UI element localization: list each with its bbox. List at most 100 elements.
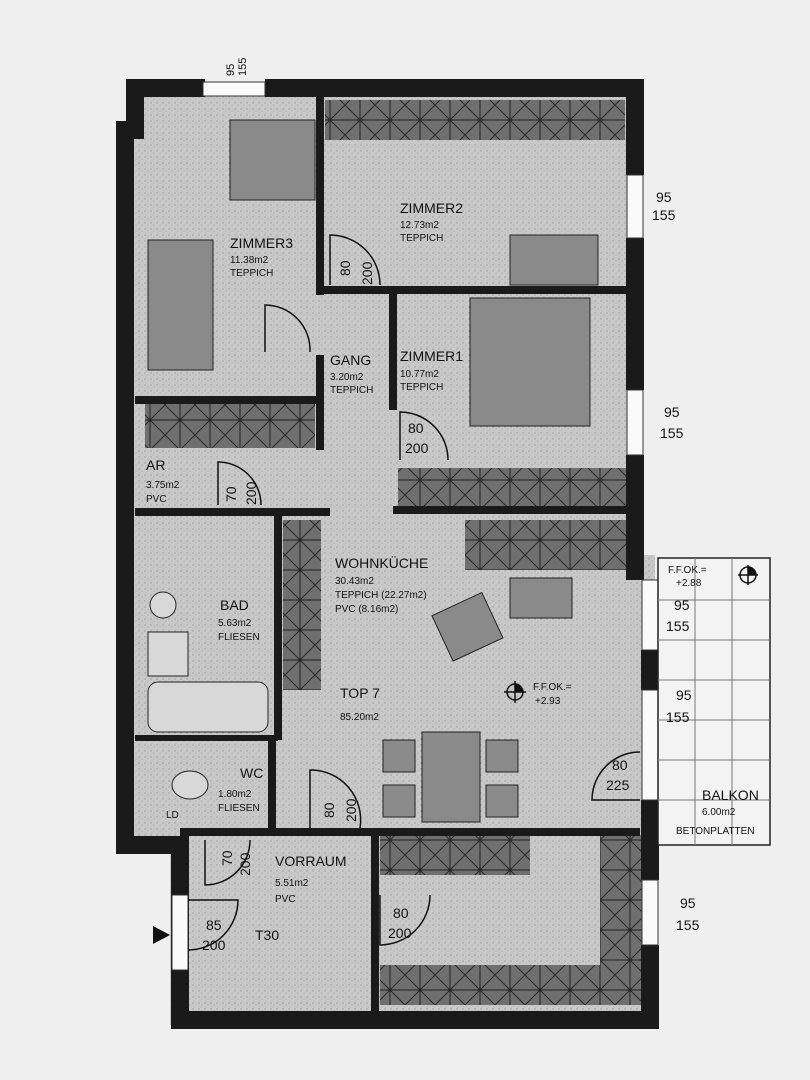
bed-zimmer1: [469, 297, 591, 427]
wohnkueche-floor2: PVC (8.16m2): [335, 604, 398, 615]
zimmer3-name: ZIMMER3: [230, 235, 293, 251]
d-ar-height: 200: [243, 481, 259, 505]
zimmer2-area: 12.73m2: [400, 220, 439, 231]
wardrobe-zimmer1: [398, 468, 628, 508]
ar-floor: PVC: [146, 494, 167, 505]
wohnkueche-area: 30.43m2: [335, 576, 374, 587]
desk-zimmer3: [147, 239, 214, 371]
d-wohn-height: 200: [343, 798, 359, 822]
door-zimmer3: [264, 304, 311, 353]
bathtub: [147, 681, 269, 733]
furniture: [145, 100, 650, 1005]
chair-3: [485, 739, 519, 773]
window-zimmer1: [626, 389, 644, 456]
windows: [171, 81, 659, 971]
d-zimmer1-width: 80: [408, 420, 424, 436]
door-balkon: [591, 751, 641, 801]
balkon: [657, 557, 771, 846]
vorraum-floor: PVC: [275, 894, 296, 905]
w-wohn1-height: 155: [666, 618, 690, 634]
door-ar: [217, 461, 262, 506]
ffok-living-label: F.F.OK.=: [533, 682, 572, 693]
ar-area: 3.75m2: [146, 480, 180, 491]
gang-name: GANG: [330, 352, 371, 368]
kitchen-sink-unit: [283, 520, 321, 690]
wc-name: WC: [240, 765, 263, 781]
d-ar-width: 70: [223, 486, 239, 502]
sofa: [509, 577, 573, 619]
top-name: TOP 7: [340, 685, 380, 701]
top-area: 85.20m2: [340, 712, 379, 723]
walls: [116, 79, 659, 1029]
cabinet-right-bottom: [600, 835, 648, 1005]
wc-ld-label: LD: [166, 810, 179, 821]
room-labels: ZIMMER2 12.73m2 TEPPICH ZIMMER3 11.38m2 …: [146, 200, 759, 943]
bad-name: BAD: [220, 597, 249, 613]
chair-1: [382, 739, 416, 773]
d-entry-height: 200: [202, 937, 226, 953]
desk-zimmer2: [509, 234, 599, 286]
ffok-balcony-value: +2.88: [676, 578, 702, 589]
w-wohn2-height: 155: [666, 709, 690, 725]
sink-bad: [149, 591, 177, 619]
door-kitchen: [379, 894, 431, 946]
entrance-arrow-icon: [153, 926, 170, 944]
d-wc-width: 70: [219, 850, 235, 866]
w-top-width: 95: [225, 64, 237, 76]
window-dimensions: 95 155 95 155 95 155 95 155 95 155 95 15…: [225, 58, 700, 933]
wc-area: 1.80m2: [218, 789, 252, 800]
outer-wall-top: [265, 79, 644, 175]
door-zimmer2: [329, 234, 381, 286]
zimmer1-floor: TEPPICH: [400, 382, 443, 393]
bad-floor: FLIESEN: [218, 632, 260, 643]
toilet-wc: [171, 770, 209, 800]
armchair: [431, 591, 504, 662]
balkon-floor: BETONPLATTEN: [676, 826, 755, 837]
dining-table: [421, 731, 481, 823]
door-entry: [187, 899, 239, 951]
chair-2: [382, 784, 416, 818]
wardrobe-zimmer2: [325, 100, 625, 140]
w-top-height: 155: [237, 58, 249, 76]
wc-floor: FLIESEN: [218, 803, 260, 814]
d-balkon-width: 80: [612, 757, 628, 773]
w-wohn1-width: 95: [674, 597, 690, 613]
gang-floor: TEPPICH: [330, 385, 373, 396]
shower-tray: [147, 631, 189, 677]
window-entry: [171, 894, 189, 971]
door-wohn: [309, 769, 362, 829]
w-zimmer2-height: 155: [652, 207, 676, 223]
cabinet-vorraum: [380, 835, 530, 875]
d-kitchen-height: 200: [388, 925, 412, 941]
window-bottom: [641, 879, 659, 946]
window-zimmer2: [626, 174, 644, 239]
d-zimmer2-height: 200: [359, 261, 375, 285]
window-top: [202, 81, 266, 97]
zimmer1-area: 10.77m2: [400, 369, 439, 380]
w-zimmer1-width: 95: [664, 404, 680, 420]
gang-area: 3.20m2: [330, 372, 364, 383]
chair-4: [485, 784, 519, 818]
level-marker-balcony: [738, 565, 758, 585]
w-bottom-width: 95: [680, 895, 696, 911]
window-wohn-2: [641, 689, 659, 801]
d-kitchen-width: 80: [393, 905, 409, 921]
balkon-name: BALKON: [702, 787, 759, 803]
d-zimmer2-width: 80: [337, 260, 353, 276]
d-entry-width: 85: [206, 917, 222, 933]
vorraum-area: 5.51m2: [275, 878, 309, 889]
ffok-living-value: +2.93: [535, 696, 561, 707]
d-wc-height: 200: [237, 852, 253, 876]
balkon-area: 6.00m2: [702, 807, 736, 818]
wardrobe-zimmer3: [145, 400, 315, 448]
w-zimmer2-width: 95: [656, 189, 672, 205]
vorraum-name: VORRAUM: [275, 853, 347, 869]
bad-area: 5.63m2: [218, 618, 252, 629]
w-bottom-height: 155: [676, 917, 700, 933]
ffok-balcony-label: F.F.OK.=: [668, 565, 707, 576]
door-wc: [204, 839, 251, 886]
doors: [187, 234, 641, 951]
d-balkon-height: 225: [606, 777, 630, 793]
ar-name: AR: [146, 457, 165, 473]
